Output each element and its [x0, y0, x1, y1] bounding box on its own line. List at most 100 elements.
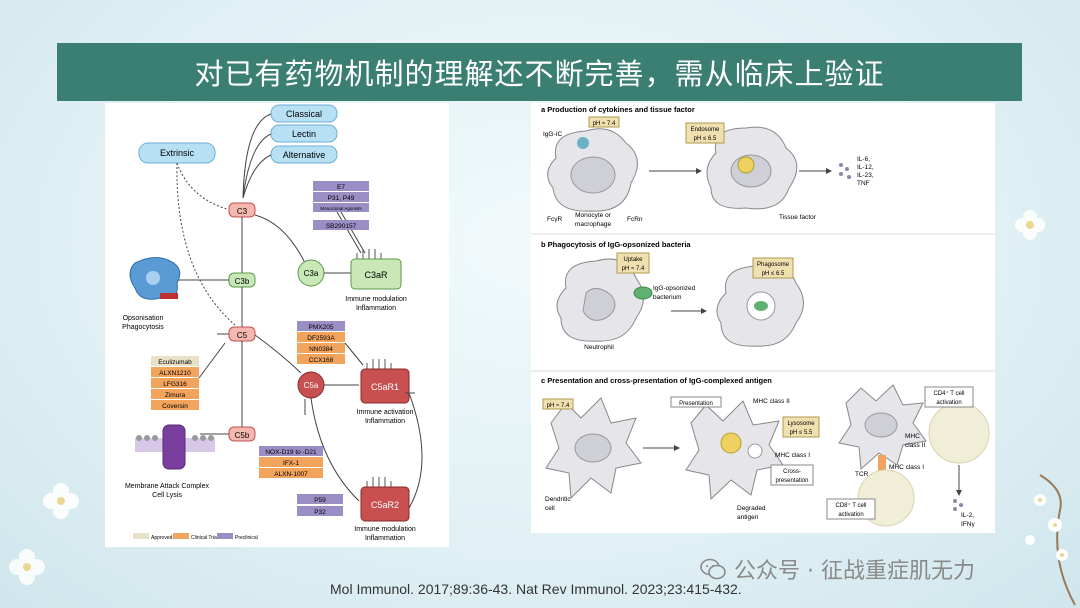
c3b-node: C3b: [228, 272, 256, 288]
section-c-title: c Presentation and cross-presentation of…: [541, 376, 772, 385]
wechat-icon: [700, 558, 726, 580]
c5ar2-effect-1: Immune modulation: [354, 526, 416, 533]
il2-label: IL-2,: [961, 512, 974, 519]
extrinsic-box: Extrinsic: [138, 142, 216, 164]
svg-text:P32: P32: [314, 509, 326, 516]
lysosome-ph-label: pH ≤ 5.5: [790, 430, 813, 436]
ph-74-label-a: pH ≈ 7.4: [593, 121, 616, 127]
svg-text:NOX-D19 to -D21: NOX-D19 to -D21: [265, 449, 317, 456]
bacterium-label-1: IgG-opsonized: [653, 285, 696, 292]
svg-text:C5aR1: C5aR1: [371, 382, 399, 392]
section-b-title: b Phagocytosis of IgG-opsonized bacteria: [541, 240, 691, 249]
c5-drug-list: Eculizumab ALXN1210 LFG316 Zimura Covers…: [151, 356, 199, 410]
c5ar1-effect-1: Immune activation: [357, 409, 414, 416]
complement-diagram: Classical Lectin Alternative Extrinsic C…: [122, 104, 423, 542]
c5ar2-receptor: C5aR2: [360, 477, 410, 522]
presenting-cell-icon: [685, 400, 784, 501]
svg-text:Clinical Trial: Clinical Trial: [191, 535, 218, 541]
uptake-ph-label: pH ≈ 7.4: [622, 266, 645, 272]
fcgr-label: FcγR: [547, 216, 562, 223]
tissue-factor-label: Tissue factor: [779, 214, 817, 221]
slide-title: 对已有药物机制的理解还不断完善，需从临床上验证: [194, 57, 885, 91]
cytokine-il23: IL-23,: [857, 172, 874, 179]
mhc2-label: MHC class II: [753, 398, 790, 405]
cd4-label: CD4⁺ T cell: [934, 390, 965, 397]
endosome-ph-label: pH ≤ 6.5: [694, 136, 717, 142]
phagosome-ph-label: pH ≤ 6.5: [762, 271, 785, 277]
monocyte-label-1: Monocyte or: [575, 212, 612, 219]
mac-label: Membrane Attack Complex: [125, 483, 210, 490]
svg-text:C3: C3: [237, 207, 248, 216]
c3ar-effect-1: Immune modulation: [345, 296, 407, 303]
svg-text:C3a: C3a: [304, 269, 319, 278]
apc-cell-icon: [838, 384, 927, 471]
lysosome-label: Lysosome: [787, 421, 815, 427]
svg-text:Approved: Approved: [151, 535, 173, 541]
svg-text:Lectin: Lectin: [292, 129, 316, 139]
c3a-node: C3a: [297, 259, 325, 287]
mhc2b-label-2: class II: [905, 442, 925, 449]
svg-text:C5: C5: [237, 331, 248, 340]
watermark-text: 公众号 · 征战重症肌无力: [734, 559, 975, 584]
opsonisation-cell-icon: [129, 257, 181, 300]
membrane-attack-complex-icon: [135, 424, 215, 470]
svg-text:CCX168: CCX168: [309, 357, 334, 364]
c5ar1-receptor: C5aR1: [360, 359, 410, 404]
uptake-label: Uptake: [623, 257, 643, 263]
mhc1b-label: MHC class I: [889, 464, 924, 471]
svg-text:C5aR2: C5aR2: [371, 500, 399, 510]
svg-text:PMX205: PMX205: [309, 324, 334, 331]
title-bar: 对已有药物机制的理解还不断完善，需从临床上验证: [57, 43, 1022, 101]
phagocytosis-label: Phagocytosis: [122, 324, 164, 331]
c5b-node: C5b: [228, 426, 256, 442]
ph-74-label-c: pH ≈ 7.4: [547, 403, 570, 409]
c3-drug-list: E7 P31, P49 Monoclonal Agonists: [313, 181, 369, 212]
mhc1-label: MHC class I: [775, 452, 810, 459]
cytokine-tnf: TNF: [857, 180, 870, 187]
c5a-drug-list: NOX-D19 to -D21 IFX-1 ALXN-1007: [259, 446, 323, 478]
flower-decoration-icon: [1015, 210, 1045, 240]
phagosome-label: Phagosome: [757, 262, 790, 268]
svg-text:SB290157: SB290157: [326, 223, 357, 230]
c3ar-receptor: C3aR: [350, 249, 402, 290]
wechat-watermark: 公众号 · 征战重症肌无力: [700, 553, 975, 585]
svg-text:ALXN-1007: ALXN-1007: [274, 471, 308, 478]
bacterium-label-2: bacterium: [653, 294, 682, 301]
svg-text:P59: P59: [314, 497, 326, 504]
cd4-activation-label: activation: [936, 400, 961, 406]
svg-text:DF2593A: DF2593A: [307, 335, 335, 342]
c3ar-drug: SB290157: [313, 220, 369, 230]
complement-diagram-panel: Classical Lectin Alternative Extrinsic C…: [105, 103, 449, 547]
svg-text:Monoclonal Agonists: Monoclonal Agonists: [320, 206, 362, 211]
phagosome-cell-icon: [716, 263, 804, 347]
section-a-title: a Production of cytokines and tissue fac…: [541, 105, 695, 114]
svg-text:E7: E7: [337, 184, 345, 191]
svg-text:Alternative: Alternative: [283, 150, 326, 160]
igg-ic-label: IgG-IC: [543, 131, 562, 138]
macrophage-cell-icon: [706, 126, 798, 210]
svg-text:ALXN1210: ALXN1210: [159, 370, 191, 377]
svg-text:C3b: C3b: [235, 277, 250, 286]
cross-presentation-label: presentation: [775, 478, 808, 484]
drug-status-legend: Approved Clinical Trial Preclinical: [133, 533, 258, 541]
dendritic-cell-icon: [545, 397, 642, 500]
c5a-node: C5a: [297, 371, 325, 399]
il2-dots-icon: [953, 499, 963, 511]
c3ar-effect-2: Inflammation: [356, 305, 396, 312]
igg-mechanism-diagram: a Production of cytokines and tissue fac…: [531, 105, 995, 528]
igg-mechanism-panel: a Production of cytokines and tissue fac…: [531, 103, 995, 533]
svg-text:C5a: C5a: [304, 381, 319, 390]
ifng-label: IFNγ: [961, 521, 975, 528]
pathway-lectin: Lectin: [270, 124, 338, 143]
svg-text:C3aR: C3aR: [364, 270, 388, 280]
cytokine-il6: IL-6,: [857, 156, 870, 163]
cd8-activation-label: activation: [838, 512, 863, 518]
svg-text:P31, P49: P31, P49: [328, 195, 355, 202]
cell-lysis-label: Cell Lysis: [152, 492, 182, 499]
svg-text:NN0384: NN0384: [309, 346, 333, 353]
endosome-label: Endosome: [691, 127, 720, 133]
branch-decoration-icon: [1025, 474, 1076, 606]
citation-caption: Mol Immunol. 2017;89:36-43. Nat Rev Immu…: [330, 581, 742, 597]
svg-text:C5b: C5b: [235, 431, 250, 440]
svg-text:Classical: Classical: [286, 109, 322, 119]
